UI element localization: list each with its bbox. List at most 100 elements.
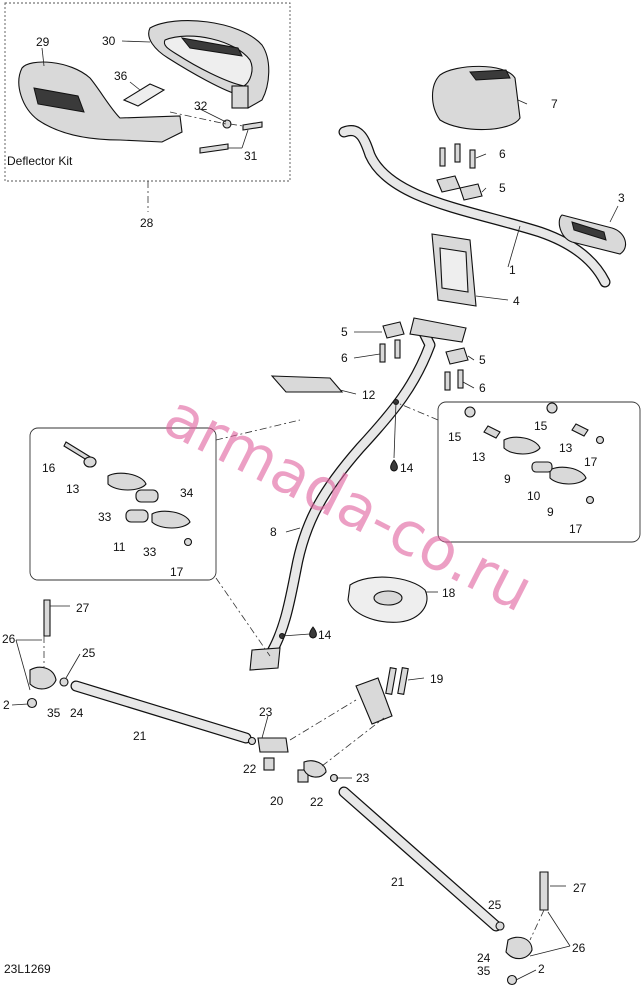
bolt-15-b — [546, 402, 558, 414]
clamp-cap-5-top-b — [459, 183, 483, 201]
callout-6-mid-left: 6 — [341, 351, 348, 365]
bushing-13-r-b — [571, 423, 589, 437]
screw-31-a — [242, 121, 263, 131]
bushing-detail-right — [437, 401, 641, 543]
grease-drop-14-b-icon — [309, 626, 317, 639]
callout-21-upper: 21 — [133, 729, 147, 743]
callout-17-right-a: 17 — [584, 455, 598, 469]
callout-23-b: 23 — [356, 771, 370, 785]
column-bottom-sleeve — [249, 647, 281, 671]
washer-13-left — [83, 456, 97, 468]
callout-28: 28 — [140, 216, 154, 230]
callout-6-mid-right: 6 — [479, 381, 486, 395]
grip-3-pattern — [571, 221, 607, 241]
retainer-9-a — [503, 436, 541, 455]
bolt-6-mid-a — [379, 343, 386, 363]
callout-12: 12 — [362, 388, 376, 402]
handguard-30-vent — [180, 37, 243, 57]
bolt-6-top-c — [469, 149, 476, 169]
callout-6-top: 6 — [499, 147, 506, 161]
rod-end-22-a — [257, 737, 289, 753]
bushing-detail-left — [29, 427, 217, 581]
callout-3: 3 — [618, 191, 625, 205]
bolt-6-top-a — [439, 147, 446, 167]
callout-4: 4 — [513, 294, 520, 308]
callout-25-lower: 25 — [488, 898, 502, 912]
retainer-9-b — [549, 466, 587, 485]
bushing-34 — [135, 489, 159, 503]
cover-12 — [270, 375, 344, 393]
callout-26-lower: 26 — [572, 941, 586, 955]
callout-labels: 29 30 36 32 31 Deflector Kit 28 7 6 5 3 … — [2, 34, 625, 978]
callout-14-lower: 14 — [318, 628, 332, 642]
decal-36 — [122, 83, 166, 107]
callout-5-mid-left: 5 — [341, 325, 348, 339]
callout-22-a: 22 — [243, 762, 257, 776]
deflector-kit-box — [4, 2, 291, 182]
nut-2-lower — [506, 974, 518, 986]
jam-nut-25-upper — [59, 677, 69, 687]
callout-10: 10 — [527, 489, 541, 503]
callout-1: 1 — [509, 263, 516, 277]
callout-24-lower: 24 — [477, 951, 491, 965]
callout-34: 34 — [180, 486, 194, 500]
bolt-19-b — [397, 667, 409, 695]
callout-23-a: 23 — [259, 705, 273, 719]
bracket-19 — [355, 677, 393, 725]
callout-27-lower: 27 — [573, 881, 587, 895]
handguard-29 — [18, 61, 183, 143]
callout-18: 18 — [442, 586, 456, 600]
bolt-15-a — [464, 406, 476, 418]
callout-2-lower: 2 — [538, 962, 545, 976]
callout-31: 31 — [244, 149, 258, 163]
callout-13-left: 13 — [66, 482, 80, 496]
callout-8: 8 — [270, 525, 277, 539]
riser-pad-7-logo — [469, 69, 511, 81]
callout-26-upper: 26 — [2, 632, 16, 646]
callout-33-b: 33 — [143, 545, 157, 559]
diagram-code: 23L1269 — [4, 962, 51, 976]
callout-29: 29 — [36, 35, 50, 49]
bolt-27-upper — [43, 599, 51, 637]
deflector-kit-group — [4, 2, 291, 182]
riser-4-window — [439, 247, 469, 293]
callout-22-b: 22 — [310, 795, 324, 809]
callout-7: 7 — [551, 97, 558, 111]
bushing-11 — [125, 509, 149, 523]
jam-nut-25-lower — [495, 921, 505, 931]
nut-2-upper — [26, 697, 38, 709]
nut-17-r-a — [595, 435, 605, 445]
callout-13-right-b: 13 — [559, 441, 573, 455]
callout-19: 19 — [430, 672, 444, 686]
handguard-30-bracket — [231, 85, 249, 109]
clamp-cap-5-mid-b — [445, 347, 469, 365]
grease-drop-14-a-icon — [390, 459, 398, 472]
callout-9-b: 9 — [547, 505, 554, 519]
spacer-10 — [531, 461, 553, 473]
callout-32: 32 — [194, 99, 208, 113]
column-top-tee — [409, 317, 467, 343]
callout-20: 20 — [270, 794, 284, 808]
leader-lines — [11, 40, 619, 981]
callout-35-upper: 35 — [47, 706, 61, 720]
bolt-6-top-b — [454, 143, 461, 163]
bushing-13-r-a — [483, 425, 501, 439]
nut-23-a — [247, 736, 257, 746]
callout-17-right-b: 17 — [569, 522, 583, 536]
callout-16: 16 — [42, 461, 56, 475]
callout-11: 11 — [113, 540, 126, 554]
bolt-19-a — [385, 667, 397, 695]
callout-9-a: 9 — [504, 472, 511, 486]
callout-15-a: 15 — [448, 430, 462, 444]
callout-33-a: 33 — [98, 510, 112, 524]
bolt-27-lower — [539, 871, 549, 911]
screw-31-b — [199, 143, 229, 154]
callout-5-top: 5 — [499, 181, 506, 195]
callout-30: 30 — [102, 34, 116, 48]
riser-pad-7 — [431, 65, 521, 131]
callout-21-lower: 21 — [391, 875, 405, 889]
clamp-cap-5-top-a — [436, 175, 461, 193]
callout-17-left: 17 — [170, 565, 184, 579]
bolt-6-mid-d — [457, 369, 464, 389]
